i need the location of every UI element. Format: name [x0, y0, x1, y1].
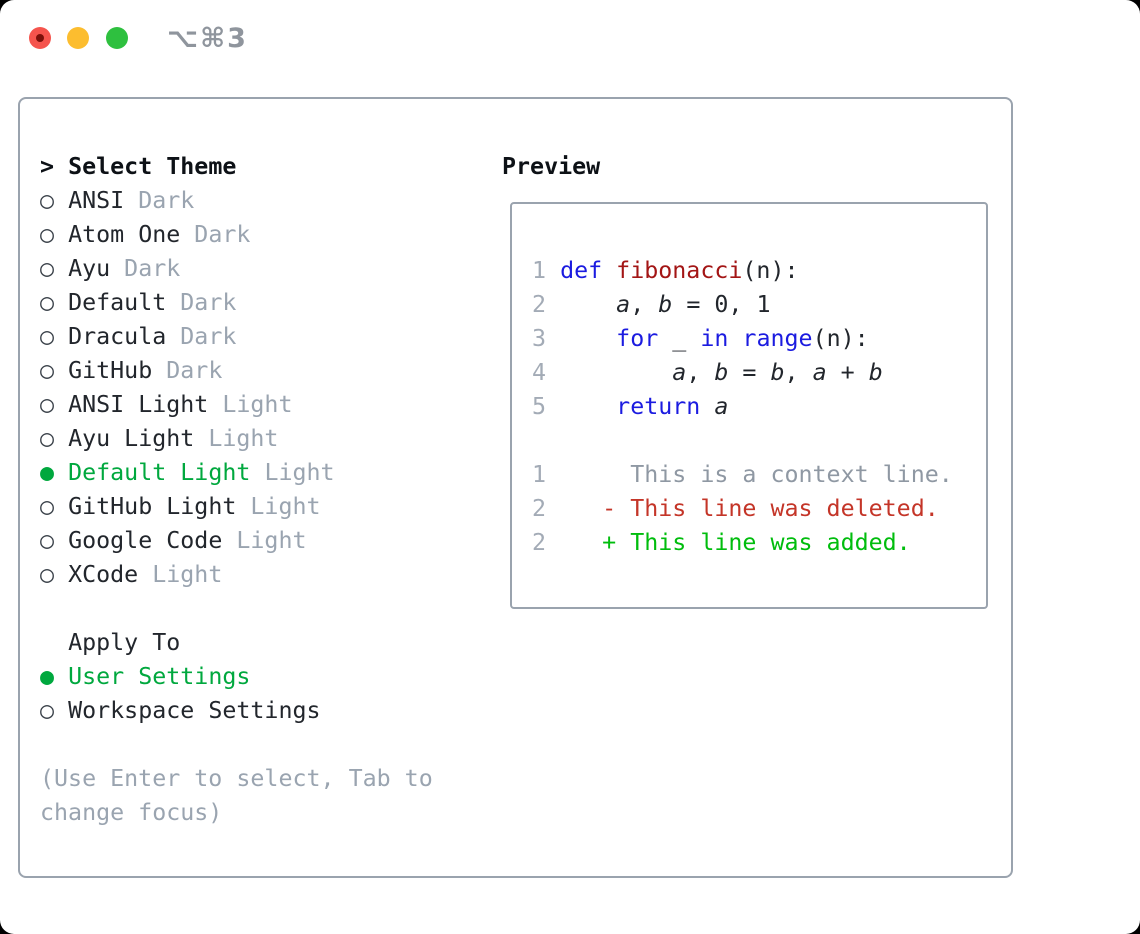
app-panel: > Select Theme ○ ANSI Dark ○ Atom One Dark…: [18, 97, 1013, 878]
preview-code-line: 5 return a: [532, 393, 729, 420]
preview-code-line: 1 def fibonacci(n):: [532, 257, 799, 284]
minimize-button[interactable]: [67, 27, 89, 49]
apply-to-menu: Apply To ● User Settings ○ Workspace Setti…: [40, 626, 321, 728]
select-theme-header: > Select Theme: [40, 153, 237, 180]
theme-option-github-light-light[interactable]: ○ GitHub Light Light: [40, 493, 321, 520]
hint-text-block: (Use Enter to select, Tab to change focus…: [40, 762, 433, 830]
theme-option-ayu-light-light[interactable]: ○ Ayu Light Light: [40, 425, 279, 452]
titlebar: ⌥⌘3: [0, 0, 1140, 76]
preview-diff-deleted-line: 2 - This line was deleted.: [532, 495, 939, 522]
zoom-button[interactable]: [106, 27, 128, 49]
preview-title: Preview: [502, 153, 601, 180]
apply-option-workspace-settings[interactable]: ○ Workspace Settings: [40, 697, 321, 724]
preview-box: 1 def fibonacci(n): 2 a, b = 0, 1 3 for _ …: [510, 202, 988, 609]
preview-code: 1 def fibonacci(n): 2 a, b = 0, 1 3 for _ …: [532, 254, 953, 560]
theme-option-github-dark[interactable]: ○ GitHub Dark: [40, 357, 223, 384]
theme-menu: > Select Theme ○ ANSI Dark ○ Atom One Dark…: [40, 150, 335, 592]
theme-option-default-dark[interactable]: ○ Default Dark: [40, 289, 237, 316]
preview-diff-added-line: 2 + This line was added.: [532, 529, 911, 556]
hint-text-line-2: change focus): [40, 799, 223, 826]
theme-option-dracula-dark[interactable]: ○ Dracula Dark: [40, 323, 237, 350]
theme-option-ansi-light-light[interactable]: ○ ANSI Light Light: [40, 391, 293, 418]
apply-option-user-settings[interactable]: ● User Settings: [40, 663, 251, 690]
theme-option-xcode-light[interactable]: ○ XCode Light: [40, 561, 223, 588]
apply-to-header: Apply To: [68, 629, 181, 656]
preview-code-line: 4 a, b = b, a + b: [532, 359, 883, 386]
close-button[interactable]: [29, 27, 51, 49]
hint-text-line-1: (Use Enter to select, Tab to: [40, 765, 433, 792]
preview-code-line: 2 a, b = 0, 1: [532, 291, 771, 318]
theme-option-google-code-light[interactable]: ○ Google Code Light: [40, 527, 307, 554]
theme-option-ansi-dark[interactable]: ○ ANSI Dark: [40, 187, 195, 214]
theme-option-atom-one-dark[interactable]: ○ Atom One Dark: [40, 221, 251, 248]
preview-diff-context-line: 1 This is a context line.: [532, 461, 953, 488]
window-shortcut-label: ⌥⌘3: [167, 23, 248, 54]
theme-option-ayu-dark[interactable]: ○ Ayu Dark: [40, 255, 181, 282]
theme-option-default-light-light[interactable]: ● Default Light Light: [40, 459, 335, 486]
preview-code-line: 3 for _ in range(n):: [532, 325, 869, 352]
preview-blank-line: [532, 424, 953, 458]
